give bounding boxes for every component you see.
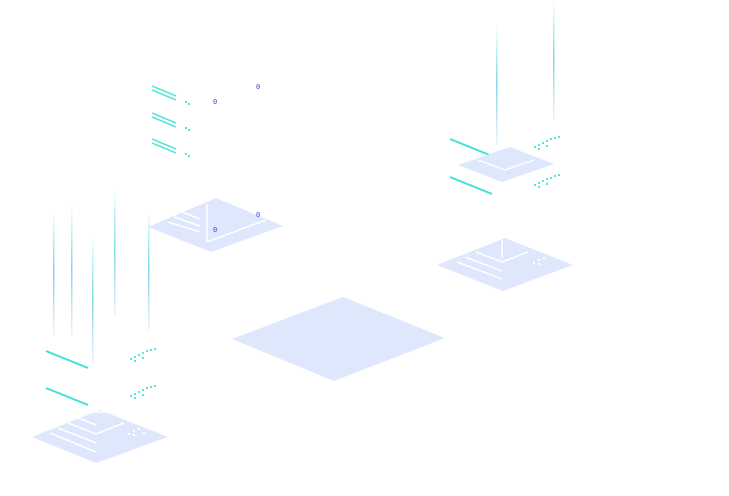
cyan-line-pair-3 [151, 138, 177, 154]
digit-3: 0 [256, 211, 260, 219]
right-beam-platform [437, 0, 573, 291]
beam [53, 210, 55, 335]
document-tile-lines [167, 204, 267, 243]
beam [496, 25, 498, 145]
cyan-line-pair-1 [151, 85, 177, 101]
beam [148, 210, 150, 330]
cyan-dots [185, 101, 190, 157]
digit-2: 0 [213, 98, 217, 106]
cyan-line-pair-2 [151, 112, 177, 128]
center-tile [232, 297, 445, 381]
beam [553, 0, 555, 120]
document-base-tile [148, 198, 283, 252]
left-beam-platform [32, 190, 168, 463]
document-group [148, 85, 283, 252]
beam [114, 190, 116, 315]
beam [71, 205, 73, 335]
beam [92, 235, 94, 365]
digit-1: 0 [256, 83, 260, 91]
digit-4: 0 [213, 226, 217, 234]
